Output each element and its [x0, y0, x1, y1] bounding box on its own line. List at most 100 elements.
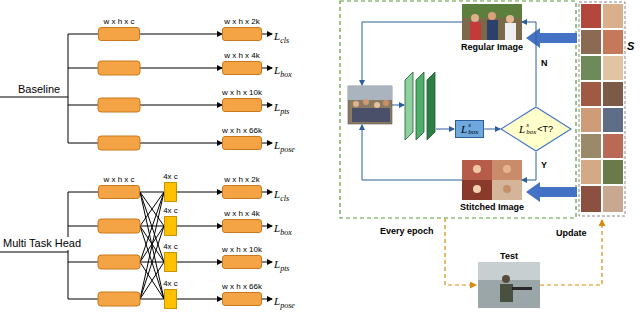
shared-feature-bar: 4x c — [164, 252, 177, 272]
dimension-label: w x h x c — [103, 17, 134, 27]
feature-box: w x h x 66k — [222, 292, 262, 306]
arrow — [262, 226, 272, 227]
arrow — [262, 143, 272, 144]
loss-symbol: L — [519, 123, 525, 135]
arrow — [262, 105, 272, 106]
feature-box: w x h x 10k — [222, 255, 262, 269]
shared-feature-bar: 4x c — [164, 289, 177, 309]
loss-label: Lcls — [274, 184, 289, 202]
arrow — [262, 68, 272, 69]
thumbnail — [603, 56, 623, 80]
feature-box: w x h x 2k — [222, 185, 262, 199]
arrow — [262, 34, 272, 35]
loss-symbol: L — [461, 123, 467, 135]
feature-box — [98, 292, 140, 306]
photo — [473, 165, 481, 173]
network — [405, 72, 435, 140]
photo — [363, 99, 369, 105]
image-caption: Stitched Image — [460, 202, 524, 212]
photo — [462, 180, 492, 200]
sample-thumbnails — [581, 4, 623, 212]
thumbnail — [581, 4, 601, 28]
subscript: pts — [280, 107, 289, 116]
photo — [353, 101, 359, 107]
arrow — [262, 299, 272, 300]
thumbnail — [581, 160, 601, 184]
feature-box — [98, 98, 140, 112]
loss-label: Lpose — [274, 291, 295, 309]
photo — [348, 86, 392, 100]
image-frame: Regular Image — [462, 4, 522, 40]
text-label: Update — [556, 228, 587, 238]
subscript: box — [280, 70, 292, 79]
shared-feature-bar: 4x c — [164, 216, 177, 236]
trunk-line — [0, 34, 98, 143]
subscript: pts — [280, 264, 289, 273]
subscript: cls — [280, 194, 289, 203]
cross-line — [140, 192, 164, 299]
connector — [522, 22, 536, 106]
text-label: Baseline — [18, 83, 60, 96]
thumbnail — [603, 186, 623, 212]
photo — [478, 262, 540, 308]
feature-box — [98, 255, 140, 269]
subscript: box — [468, 129, 478, 136]
photo — [383, 100, 389, 106]
superscript: s — [526, 122, 536, 129]
epoch-line — [445, 218, 476, 285]
arrow — [436, 129, 454, 130]
dimension-label: w x h x 66k — [222, 282, 262, 292]
branch-label: N — [541, 58, 548, 68]
photo — [471, 14, 479, 22]
photo — [462, 160, 492, 180]
connector — [140, 192, 164, 193]
thumbnail — [603, 82, 623, 106]
photo — [348, 86, 392, 124]
photo — [487, 20, 498, 40]
arrow — [392, 105, 404, 106]
feature-box — [98, 61, 140, 75]
branch-label: Y — [541, 160, 547, 170]
condition-text: <T? — [537, 124, 553, 134]
photo — [500, 284, 513, 302]
dimension-label: 4x c — [163, 172, 178, 182]
loss-label: Lbox — [274, 60, 292, 78]
connector — [522, 152, 536, 180]
feedback-line — [362, 22, 462, 85]
loss-symbol: L — [274, 222, 280, 234]
image-frame: Test — [478, 262, 540, 308]
dimension-label: w x h x c — [103, 175, 134, 185]
decision-diamond: Lsbox<T? — [500, 106, 572, 152]
network-layer — [405, 72, 413, 140]
regular-image — [462, 4, 522, 40]
connector — [484, 129, 500, 130]
dimension-label: w x h x 4k — [224, 209, 260, 219]
connector — [177, 192, 222, 193]
thumbnail — [603, 30, 623, 54]
subscript: cls — [280, 36, 289, 45]
photo — [502, 275, 510, 283]
arrow — [140, 68, 222, 69]
arrow — [262, 192, 272, 193]
photo — [374, 102, 380, 108]
feature-box: w x h x c — [98, 27, 140, 41]
loss-symbol: L — [274, 295, 280, 307]
dimension-label: w x h x 10k — [222, 88, 262, 98]
subscript: box — [280, 228, 292, 237]
script-stack: sbox — [468, 122, 478, 136]
arrow — [140, 143, 222, 144]
loss-label: Lcls — [274, 26, 289, 44]
photo — [492, 180, 522, 200]
image-caption: Regular Image — [461, 42, 523, 52]
subscript: pose — [280, 145, 295, 154]
dimension-label: w x h x 10k — [222, 245, 262, 255]
thumbnail — [603, 108, 623, 132]
network-layer — [416, 72, 424, 140]
script-stack: sbox — [526, 122, 536, 136]
loss-label: Lpts — [274, 97, 289, 115]
connector — [177, 299, 222, 300]
diamond-text: Lsbox<T? — [500, 106, 572, 152]
